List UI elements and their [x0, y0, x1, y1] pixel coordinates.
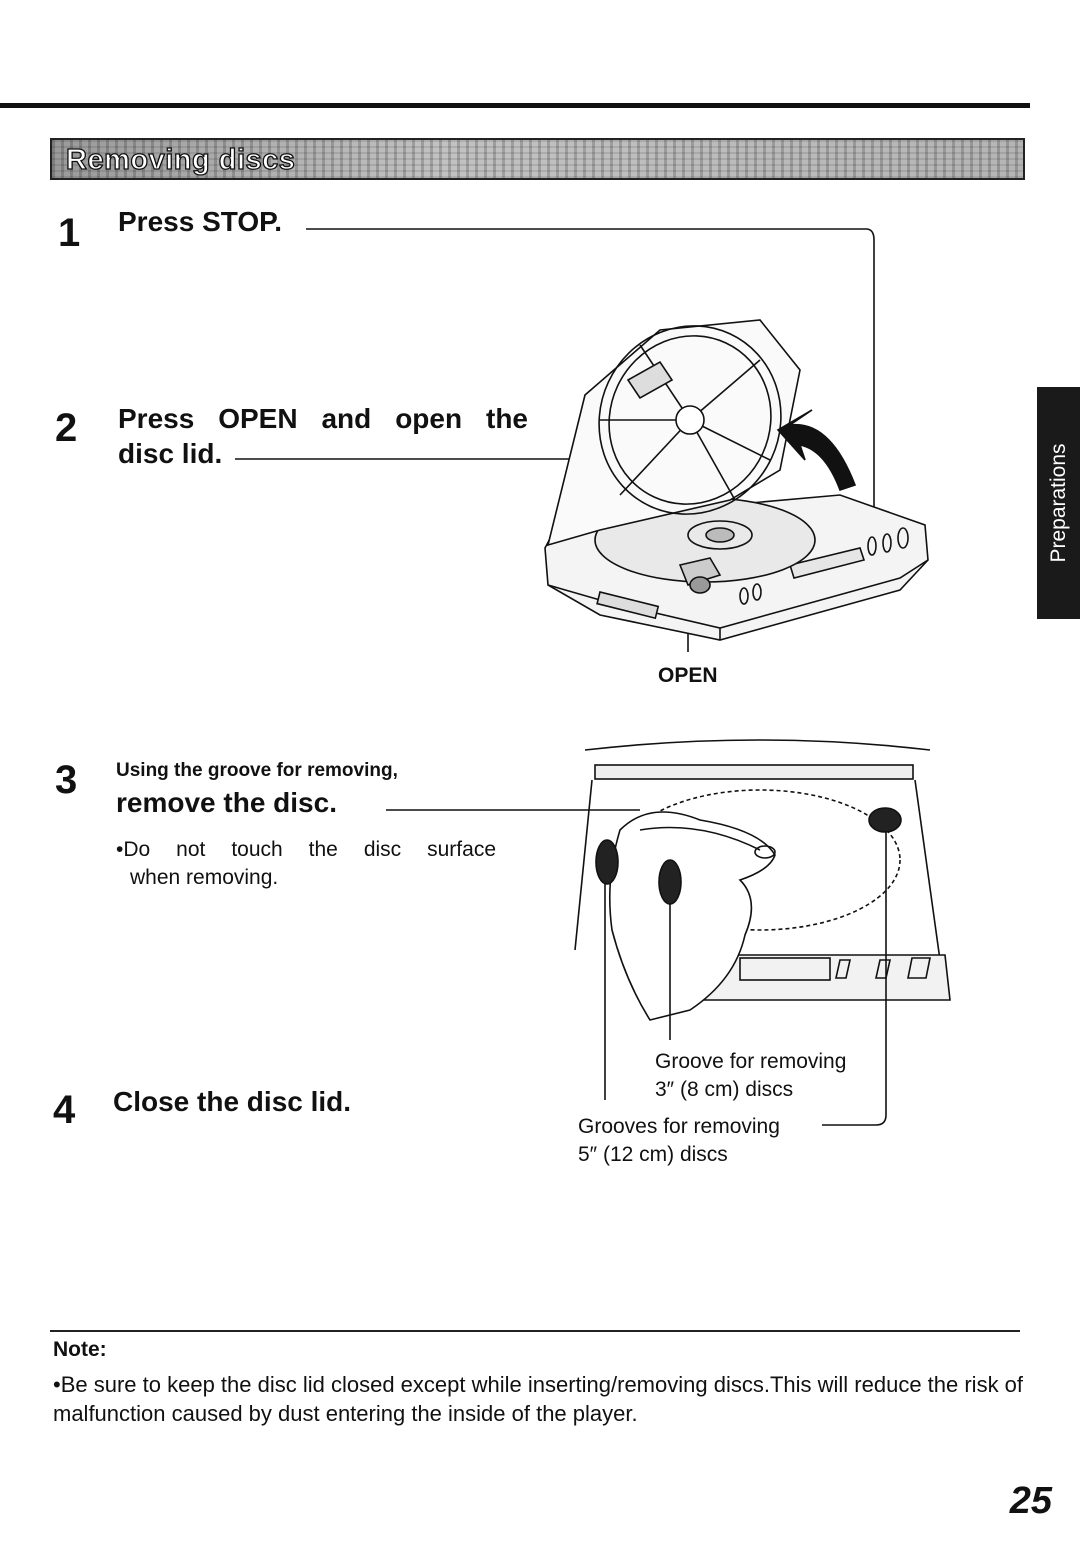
step-3-subheading: Using the groove for removing, [116, 760, 398, 781]
step-1-text: Press STOP. [118, 206, 282, 237]
side-tab-label: Preparations [1046, 443, 1070, 563]
page-number: 25 [1009, 1480, 1052, 1522]
step-3-bullet-line-1: •Do not touch the disc surface [116, 838, 496, 861]
section-side-tab: Preparations [1037, 387, 1080, 619]
step-2-number: 2 [55, 406, 78, 450]
groove-3-label-line-2: 3″ (8 cm) discs [655, 1078, 794, 1101]
player-illustration [544, 319, 929, 641]
section-title: Removing discs [65, 143, 296, 176]
note-label: Note: [53, 1338, 107, 1361]
top-rule [0, 103, 1030, 108]
step-3-number: 3 [55, 758, 78, 802]
note-rule [50, 1330, 1020, 1332]
step-3-text: remove the disc. [116, 787, 337, 818]
section-banner: Removing discs [50, 138, 1025, 180]
step-4-number: 4 [53, 1088, 76, 1132]
step-4-text: Close the disc lid. [113, 1086, 352, 1117]
open-button-label: OPEN [658, 664, 718, 687]
step-1-number: 1 [58, 211, 81, 255]
step-3-bullet-line-2: when removing. [130, 866, 279, 889]
note-text: •Be sure to keep the disc lid closed exc… [53, 1372, 1024, 1426]
groove-3-label-line-1: Groove for removing [655, 1050, 847, 1073]
groove-5-label-line-2: 5″ (12 cm) discs [578, 1143, 728, 1166]
groove-5-label-line-1: Grooves for removing [578, 1115, 780, 1138]
step-2-line-1: Press OPEN and open the [118, 403, 528, 434]
stop-leader-drop [865, 228, 875, 540]
step-2-line-2: disc lid. [118, 438, 223, 469]
disc-removal-illustration [574, 739, 951, 1126]
